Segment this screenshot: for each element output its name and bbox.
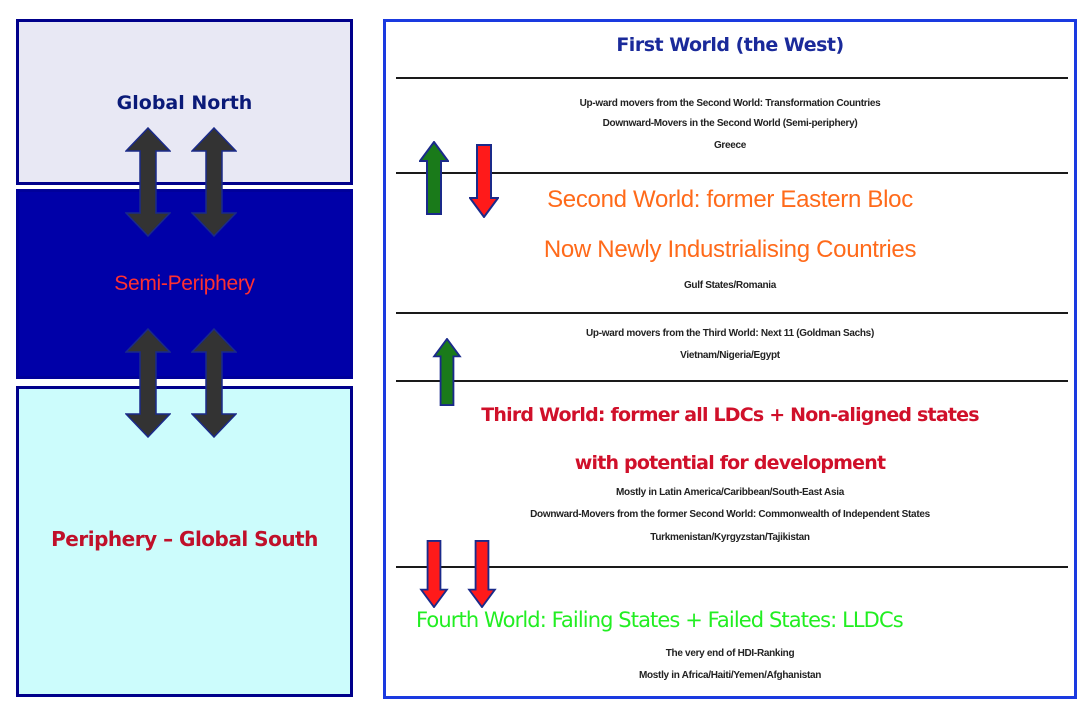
down-arrow-icon (469, 144, 499, 218)
movers-third-line2: Vietnam/Nigeria/Egypt (680, 350, 780, 361)
double-arrow-icon (191, 127, 237, 237)
fourth-world-title: Fourth World: Failing States + Failed St… (416, 608, 904, 632)
third-world-line2: Downward-Movers from the former Second W… (530, 509, 930, 520)
third-world-line1: Mostly in Latin America/Caribbean/South-… (616, 487, 844, 498)
movers-third-line1: Up-ward movers from the Third World: Nex… (586, 328, 874, 339)
semi-periphery-label: Semi-Periphery (114, 272, 255, 295)
double-arrow-icon (125, 127, 171, 237)
down-arrow-icon (467, 540, 497, 608)
fourth-world-line1: The very end of HDI-Ranking (665, 648, 795, 659)
second-world-title: Second World: former Eastern Bloc (547, 186, 913, 213)
up-arrow-icon (432, 338, 462, 406)
second-world-subtitle: Now Newly Industrialising Countries (543, 236, 917, 263)
first-world-title: First World (the West) (616, 34, 844, 56)
semi-periphery-box: Semi-Periphery (16, 189, 353, 379)
up-arrow-icon (419, 141, 449, 215)
periphery-label: Periphery – Global South (51, 527, 318, 551)
global-north-label: Global North (116, 92, 253, 114)
fourth-world-line2: Mostly in Africa/Haiti/Yemen/Afghanistan (638, 670, 822, 681)
periphery-box: Periphery – Global South (16, 386, 353, 697)
second-world-examples: Gulf States/Romania (683, 280, 777, 291)
divider (396, 380, 1068, 382)
divider (396, 566, 1068, 568)
divider (396, 77, 1068, 79)
movers-second-line1: Up-ward movers from the Second World: Tr… (579, 98, 881, 109)
divider (396, 312, 1068, 314)
global-north-box: Global North (16, 19, 353, 185)
movers-second-line3: Greece (713, 140, 747, 151)
down-arrow-icon (419, 540, 449, 608)
third-world-subtitle: with potential for development (574, 452, 886, 474)
movers-second-line2: Downward-Movers in the Second World (Sem… (602, 118, 858, 129)
double-arrow-icon (191, 328, 237, 438)
third-world-title: Third World: former all LDCs + Non-align… (481, 404, 979, 426)
world-classification-panel: First World (the West) Up-ward movers fr… (383, 19, 1077, 699)
third-world-line3: Turkmenistan/Kyrgyzstan/Tajikistan (650, 532, 810, 543)
double-arrow-icon (125, 328, 171, 438)
divider (396, 172, 1068, 174)
